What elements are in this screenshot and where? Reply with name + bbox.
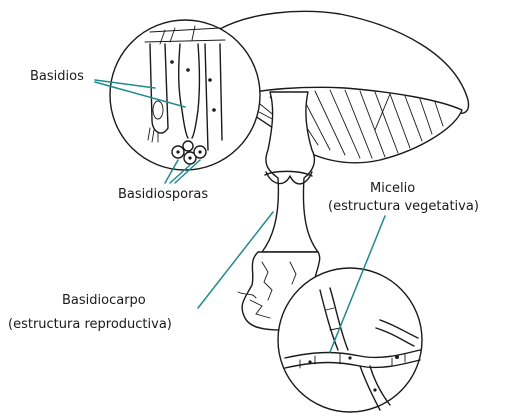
mycelium-inset bbox=[278, 268, 422, 412]
basidia-inset bbox=[110, 20, 260, 170]
label-basidios: Basidios bbox=[30, 69, 84, 84]
label-basidiosporas: Basidiosporas bbox=[118, 187, 208, 202]
label-micelio: Micelio bbox=[370, 181, 415, 196]
label-basidiocarpo: Basidiocarpo bbox=[62, 293, 146, 308]
label-micelio-subtitle: (estructura vegetativa) bbox=[328, 199, 479, 214]
label-basidiocarpo-subtitle: (estructura reproductiva) bbox=[8, 317, 172, 332]
